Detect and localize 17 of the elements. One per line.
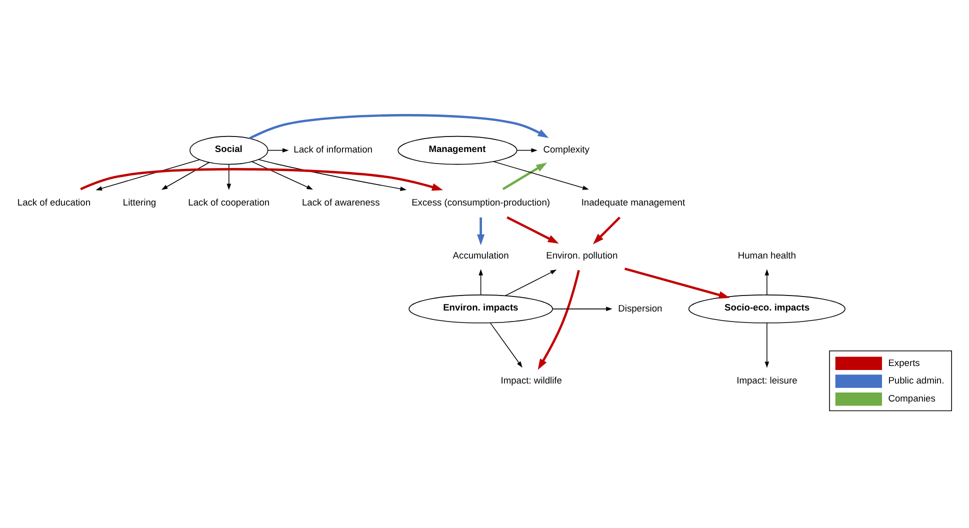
node-text: Accumulation (452, 250, 509, 260)
node-text: Lack of education (17, 197, 91, 208)
node-text: Lack of awareness (302, 197, 380, 208)
node-text: Human health (738, 250, 796, 260)
legend-label: Companies (888, 393, 936, 404)
node-text: Lack of cooperation (188, 197, 270, 208)
node-text: Impact: leisure (736, 374, 798, 385)
node-text: Environ. pollution (546, 250, 618, 260)
node-text: Excess (consumption-production) (412, 197, 550, 208)
node-text: Inadequate management (581, 197, 686, 208)
node-text: Lack of information (294, 144, 372, 154)
node-text: Impact: wildlife (500, 374, 562, 385)
legend-label: Experts (888, 357, 920, 368)
legend-label: Public admin. (888, 375, 944, 386)
node-text: Complexity (543, 144, 590, 154)
node-text: Dispersion (618, 302, 662, 313)
node-text: Littering (122, 197, 156, 208)
